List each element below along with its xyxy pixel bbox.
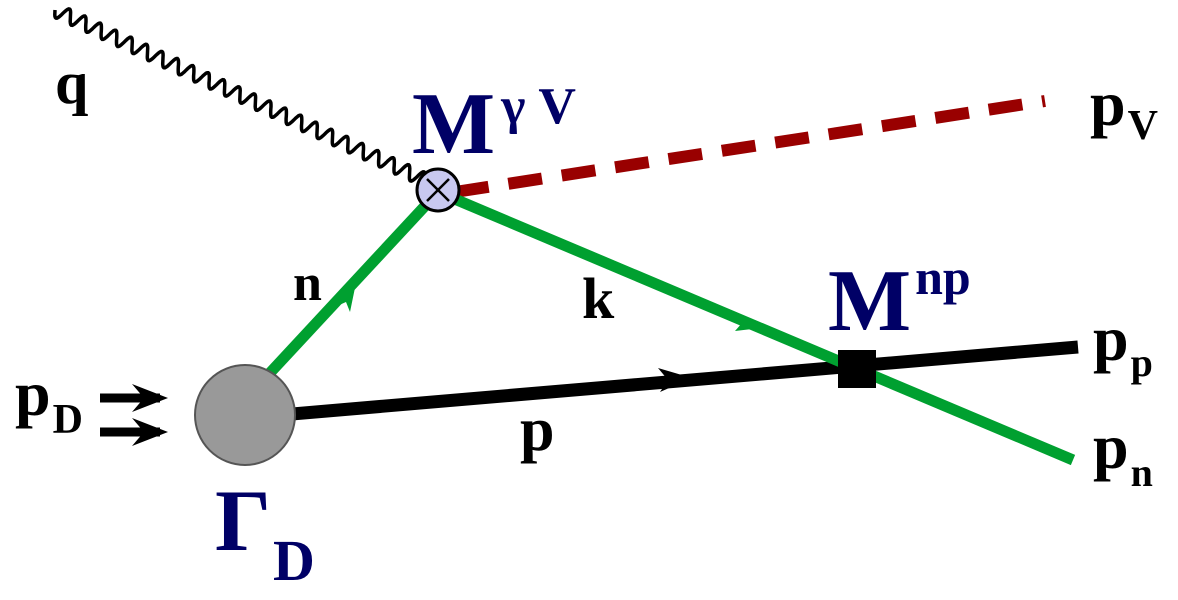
spectator-proton-arrow <box>658 368 692 392</box>
np-vertex-label: Mnp <box>828 249 971 350</box>
photon-vertex-icon <box>415 167 461 213</box>
spectator-proton-line <box>244 340 1079 425</box>
vector-meson-dashed-line <box>454 95 1046 198</box>
deuteron-vertex-blob <box>194 364 296 466</box>
proton-out-label: pp <box>1093 303 1153 385</box>
np-rescattering-vertex <box>838 350 876 388</box>
spectator-line-label: p <box>520 396 554 464</box>
deuteron-label: pD <box>15 358 83 443</box>
photon-wavy-line <box>53 7 427 183</box>
deuteron-double-arrow <box>100 384 168 446</box>
neutron-line <box>263 188 443 379</box>
neutron-line-label: n <box>293 255 322 312</box>
neutron-out-label: pn <box>1093 411 1153 495</box>
deuteron-vertex-label: ΓD <box>215 473 315 593</box>
rescattered-neutron-arrow <box>735 313 770 331</box>
vector-meson-label: pV <box>1090 68 1158 149</box>
rescattered-line-label: k <box>582 266 615 331</box>
photon-label: q <box>55 50 88 116</box>
neutron-line-arrow <box>337 278 357 312</box>
